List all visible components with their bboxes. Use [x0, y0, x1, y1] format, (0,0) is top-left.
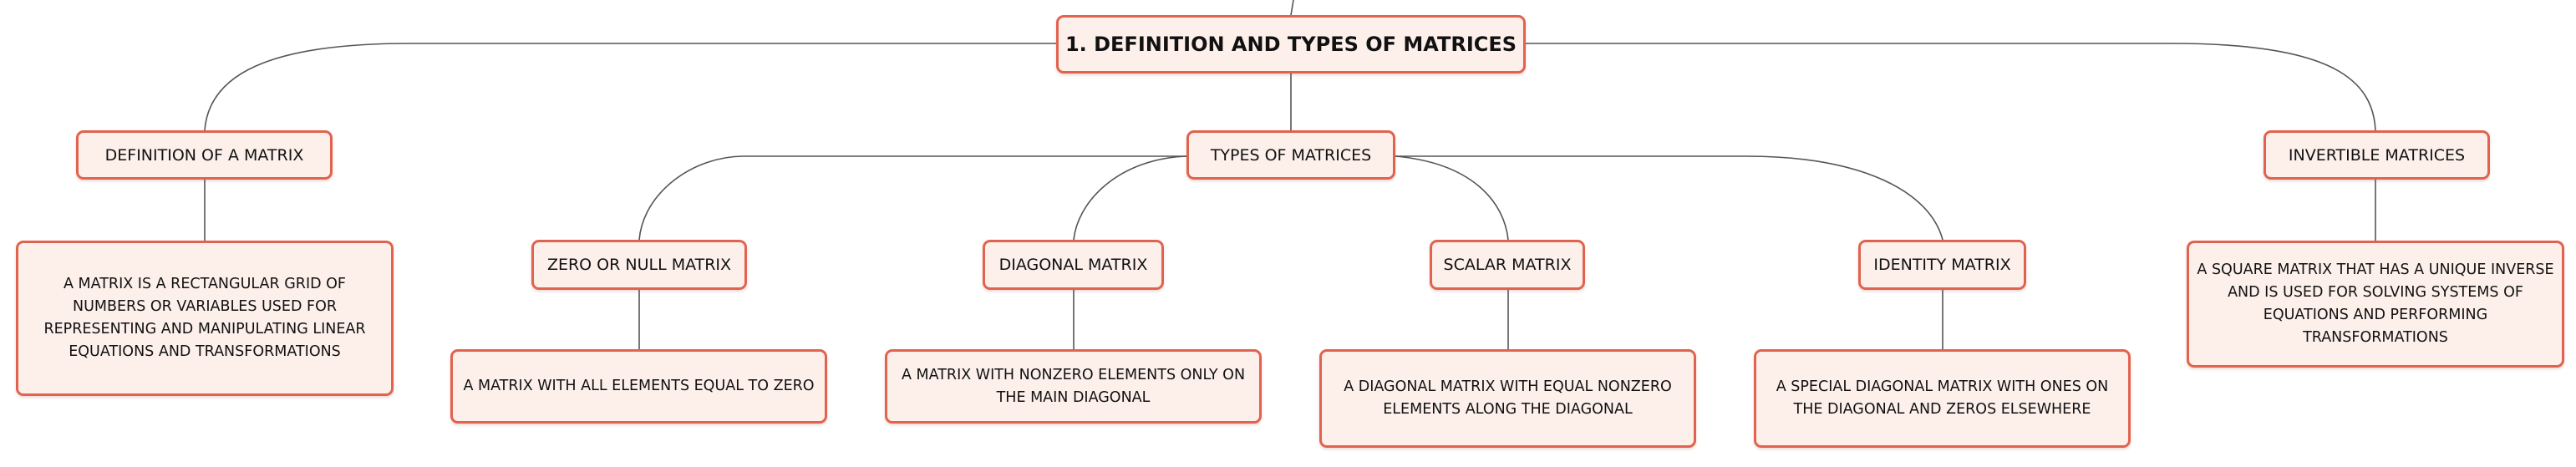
connector-types-scalar [1395, 155, 1509, 241]
scalar-matrix-node[interactable]: SCALAR MATRIX [1430, 240, 1585, 290]
definition-node[interactable]: DEFINITION OF A MATRIX [76, 130, 333, 180]
zero-matrix-detail-node[interactable]: A MATRIX WITH ALL ELEMENTS EQUAL TO ZERO [450, 349, 827, 424]
scalar-matrix-detail-node[interactable]: A DIAGONAL MATRIX WITH EQUAL NONZERO ELE… [1319, 349, 1696, 448]
definition-detail-node[interactable]: A MATRIX IS A RECTANGULAR GRID OF NUMBER… [16, 241, 394, 396]
root-node[interactable]: 1. DEFINITION AND TYPES OF MATRICES [1056, 15, 1526, 74]
connector-types-identity [1395, 155, 1943, 241]
identity-matrix-detail-node[interactable]: A SPECIAL DIAGONAL MATRIX WITH ONES ON T… [1754, 349, 2131, 448]
diagonal-matrix-detail-node[interactable]: A MATRIX WITH NONZERO ELEMENTS ONLY ON T… [885, 349, 1262, 424]
invertible-node[interactable]: INVERTIBLE MATRICES [2264, 130, 2490, 180]
connector-types-zero [638, 155, 1186, 241]
identity-matrix-node[interactable]: IDENTITY MATRIX [1858, 240, 2026, 290]
invertible-detail-node[interactable]: A SQUARE MATRIX THAT HAS A UNIQUE INVERS… [2187, 241, 2564, 368]
diagonal-matrix-node[interactable]: DIAGONAL MATRIX [983, 240, 1164, 290]
types-node[interactable]: TYPES OF MATRICES [1186, 130, 1395, 180]
zero-matrix-node[interactable]: ZERO OR NULL MATRIX [531, 240, 747, 290]
connector-root-invertible [1526, 43, 2376, 131]
connector-root-definition [204, 43, 1056, 131]
connector-incoming [1290, 0, 1294, 16]
connector-types-diagonal [1073, 155, 1187, 241]
